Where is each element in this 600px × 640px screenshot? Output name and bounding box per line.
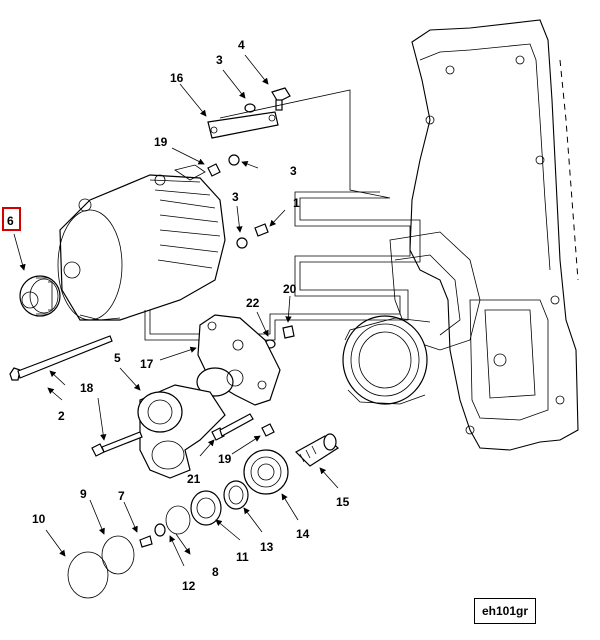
washer-7 bbox=[139, 523, 166, 548]
callout-15: 15 bbox=[336, 495, 350, 509]
o-ring-10 bbox=[67, 551, 109, 599]
seal-13 bbox=[223, 480, 249, 510]
engine-housing bbox=[389, 19, 579, 451]
bolts-21-19 bbox=[211, 413, 275, 441]
o-ring-9 bbox=[101, 535, 135, 575]
callout-3-top: 3 bbox=[216, 53, 223, 67]
highlight-box-callout-6 bbox=[2, 207, 21, 231]
belt-routing-lines bbox=[144, 89, 421, 341]
tensioner-bracket bbox=[196, 314, 281, 406]
callout-13: 13 bbox=[260, 540, 274, 554]
callout-9: 9 bbox=[80, 487, 87, 501]
callout-19-upper: 19 bbox=[154, 135, 168, 149]
callout-22: 22 bbox=[246, 296, 260, 310]
callout-1: 1 bbox=[293, 196, 300, 210]
callout-labels: 1 2 3 3 3 4 5 6 7 8 9 10 11 12 13 14 15 … bbox=[7, 38, 350, 593]
callout-8: 8 bbox=[212, 565, 219, 579]
callout-19-lower: 19 bbox=[218, 452, 232, 466]
callout-21: 21 bbox=[187, 472, 201, 486]
alternator-pulley bbox=[19, 275, 61, 317]
leader-lines bbox=[13, 54, 339, 567]
callout-17: 17 bbox=[140, 357, 154, 371]
idler-pulley bbox=[243, 449, 289, 495]
idler-shaft bbox=[295, 433, 339, 467]
bolt-18 bbox=[91, 431, 143, 457]
alternator bbox=[57, 164, 226, 321]
bearing-11 bbox=[190, 490, 222, 526]
callout-18: 18 bbox=[80, 381, 94, 395]
mounting-bolt bbox=[9, 335, 113, 381]
belt-tensioner bbox=[137, 384, 226, 479]
fasteners-upper bbox=[207, 87, 295, 349]
callout-16: 16 bbox=[170, 71, 184, 85]
callout-2: 2 bbox=[58, 409, 65, 423]
figure-reference-code: eh101gr bbox=[474, 598, 536, 624]
callout-6: 6 bbox=[7, 214, 14, 228]
callout-12: 12 bbox=[182, 579, 196, 593]
adjusting-link bbox=[207, 111, 279, 139]
callout-3-lower: 3 bbox=[232, 190, 239, 204]
crank-pulley bbox=[342, 315, 431, 405]
callout-5: 5 bbox=[114, 351, 121, 365]
snap-ring-12 bbox=[165, 505, 191, 535]
callout-11: 11 bbox=[236, 550, 249, 564]
callout-3-middle: 3 bbox=[290, 164, 297, 178]
callout-20: 20 bbox=[283, 282, 297, 296]
callout-14: 14 bbox=[296, 527, 310, 541]
callout-7: 7 bbox=[118, 489, 125, 503]
callout-10: 10 bbox=[32, 512, 46, 526]
callout-4: 4 bbox=[238, 38, 245, 52]
